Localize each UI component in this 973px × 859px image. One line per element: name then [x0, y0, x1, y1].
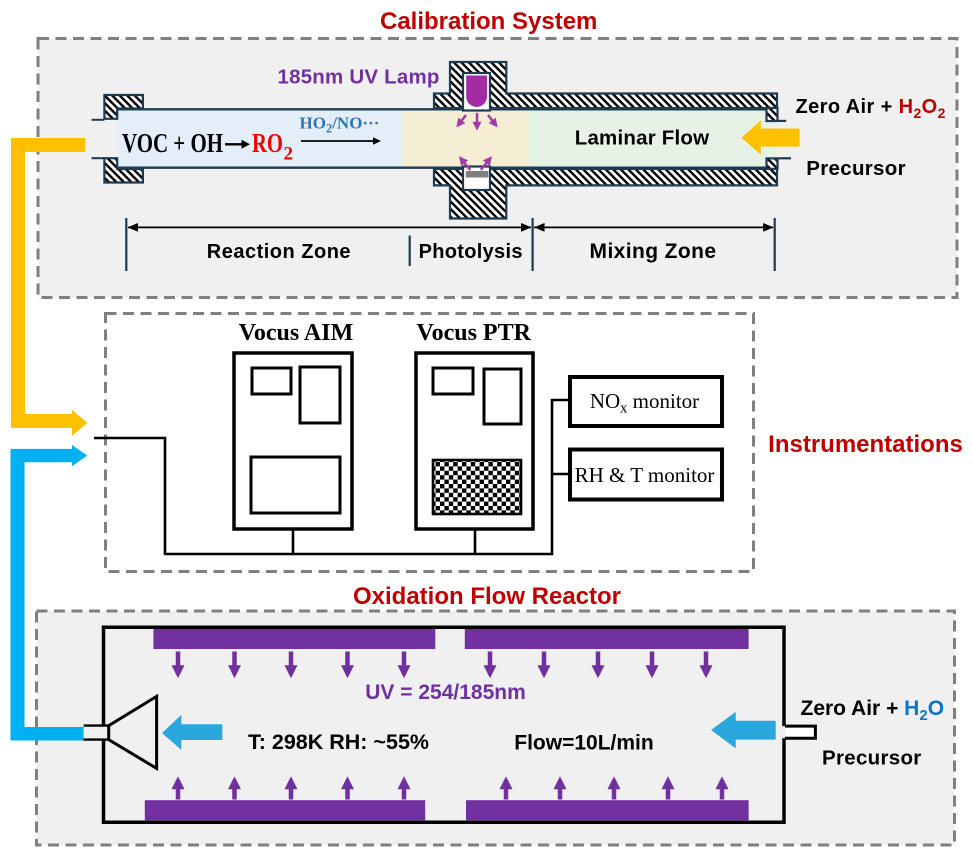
svg-text:Zero Air + H2O2: Zero Air + H2O2 — [796, 96, 946, 121]
svg-text:T: 298K RH: ~55%: T: 298K RH: ~55% — [248, 730, 429, 754]
svg-text:Precursor: Precursor — [806, 157, 906, 180]
svg-text:Photolysis: Photolysis — [419, 241, 523, 263]
svg-text:Vocus AIM: Vocus AIM — [239, 320, 353, 346]
svg-text:RH & T monitor: RH & T monitor — [575, 463, 715, 487]
svg-text:NOx monitor: NOx monitor — [590, 389, 699, 417]
svg-text:VOC + OH: VOC + OH — [122, 128, 223, 158]
svg-text:185nm UV Lamp: 185nm UV Lamp — [278, 66, 440, 89]
svg-text:Instrumentations: Instrumentations — [768, 431, 963, 458]
svg-text:2: 2 — [284, 144, 294, 165]
svg-text:Oxidation Flow Reactor: Oxidation Flow Reactor — [353, 583, 621, 610]
svg-text:Vocus PTR: Vocus PTR — [416, 320, 531, 346]
svg-text:Precursor: Precursor — [822, 747, 922, 770]
svg-text:UV = 254/185nm: UV = 254/185nm — [365, 681, 526, 704]
svg-text:Reaction Zone: Reaction Zone — [207, 241, 351, 263]
svg-text:Flow=10L/min: Flow=10L/min — [514, 732, 653, 755]
svg-text:Mixing Zone: Mixing Zone — [590, 240, 717, 263]
svg-text:Laminar Flow: Laminar Flow — [575, 127, 710, 150]
svg-text:RO: RO — [252, 128, 283, 158]
svg-text:HO2/NO···: HO2/NO··· — [300, 114, 380, 136]
svg-text:Calibration System: Calibration System — [380, 8, 597, 35]
